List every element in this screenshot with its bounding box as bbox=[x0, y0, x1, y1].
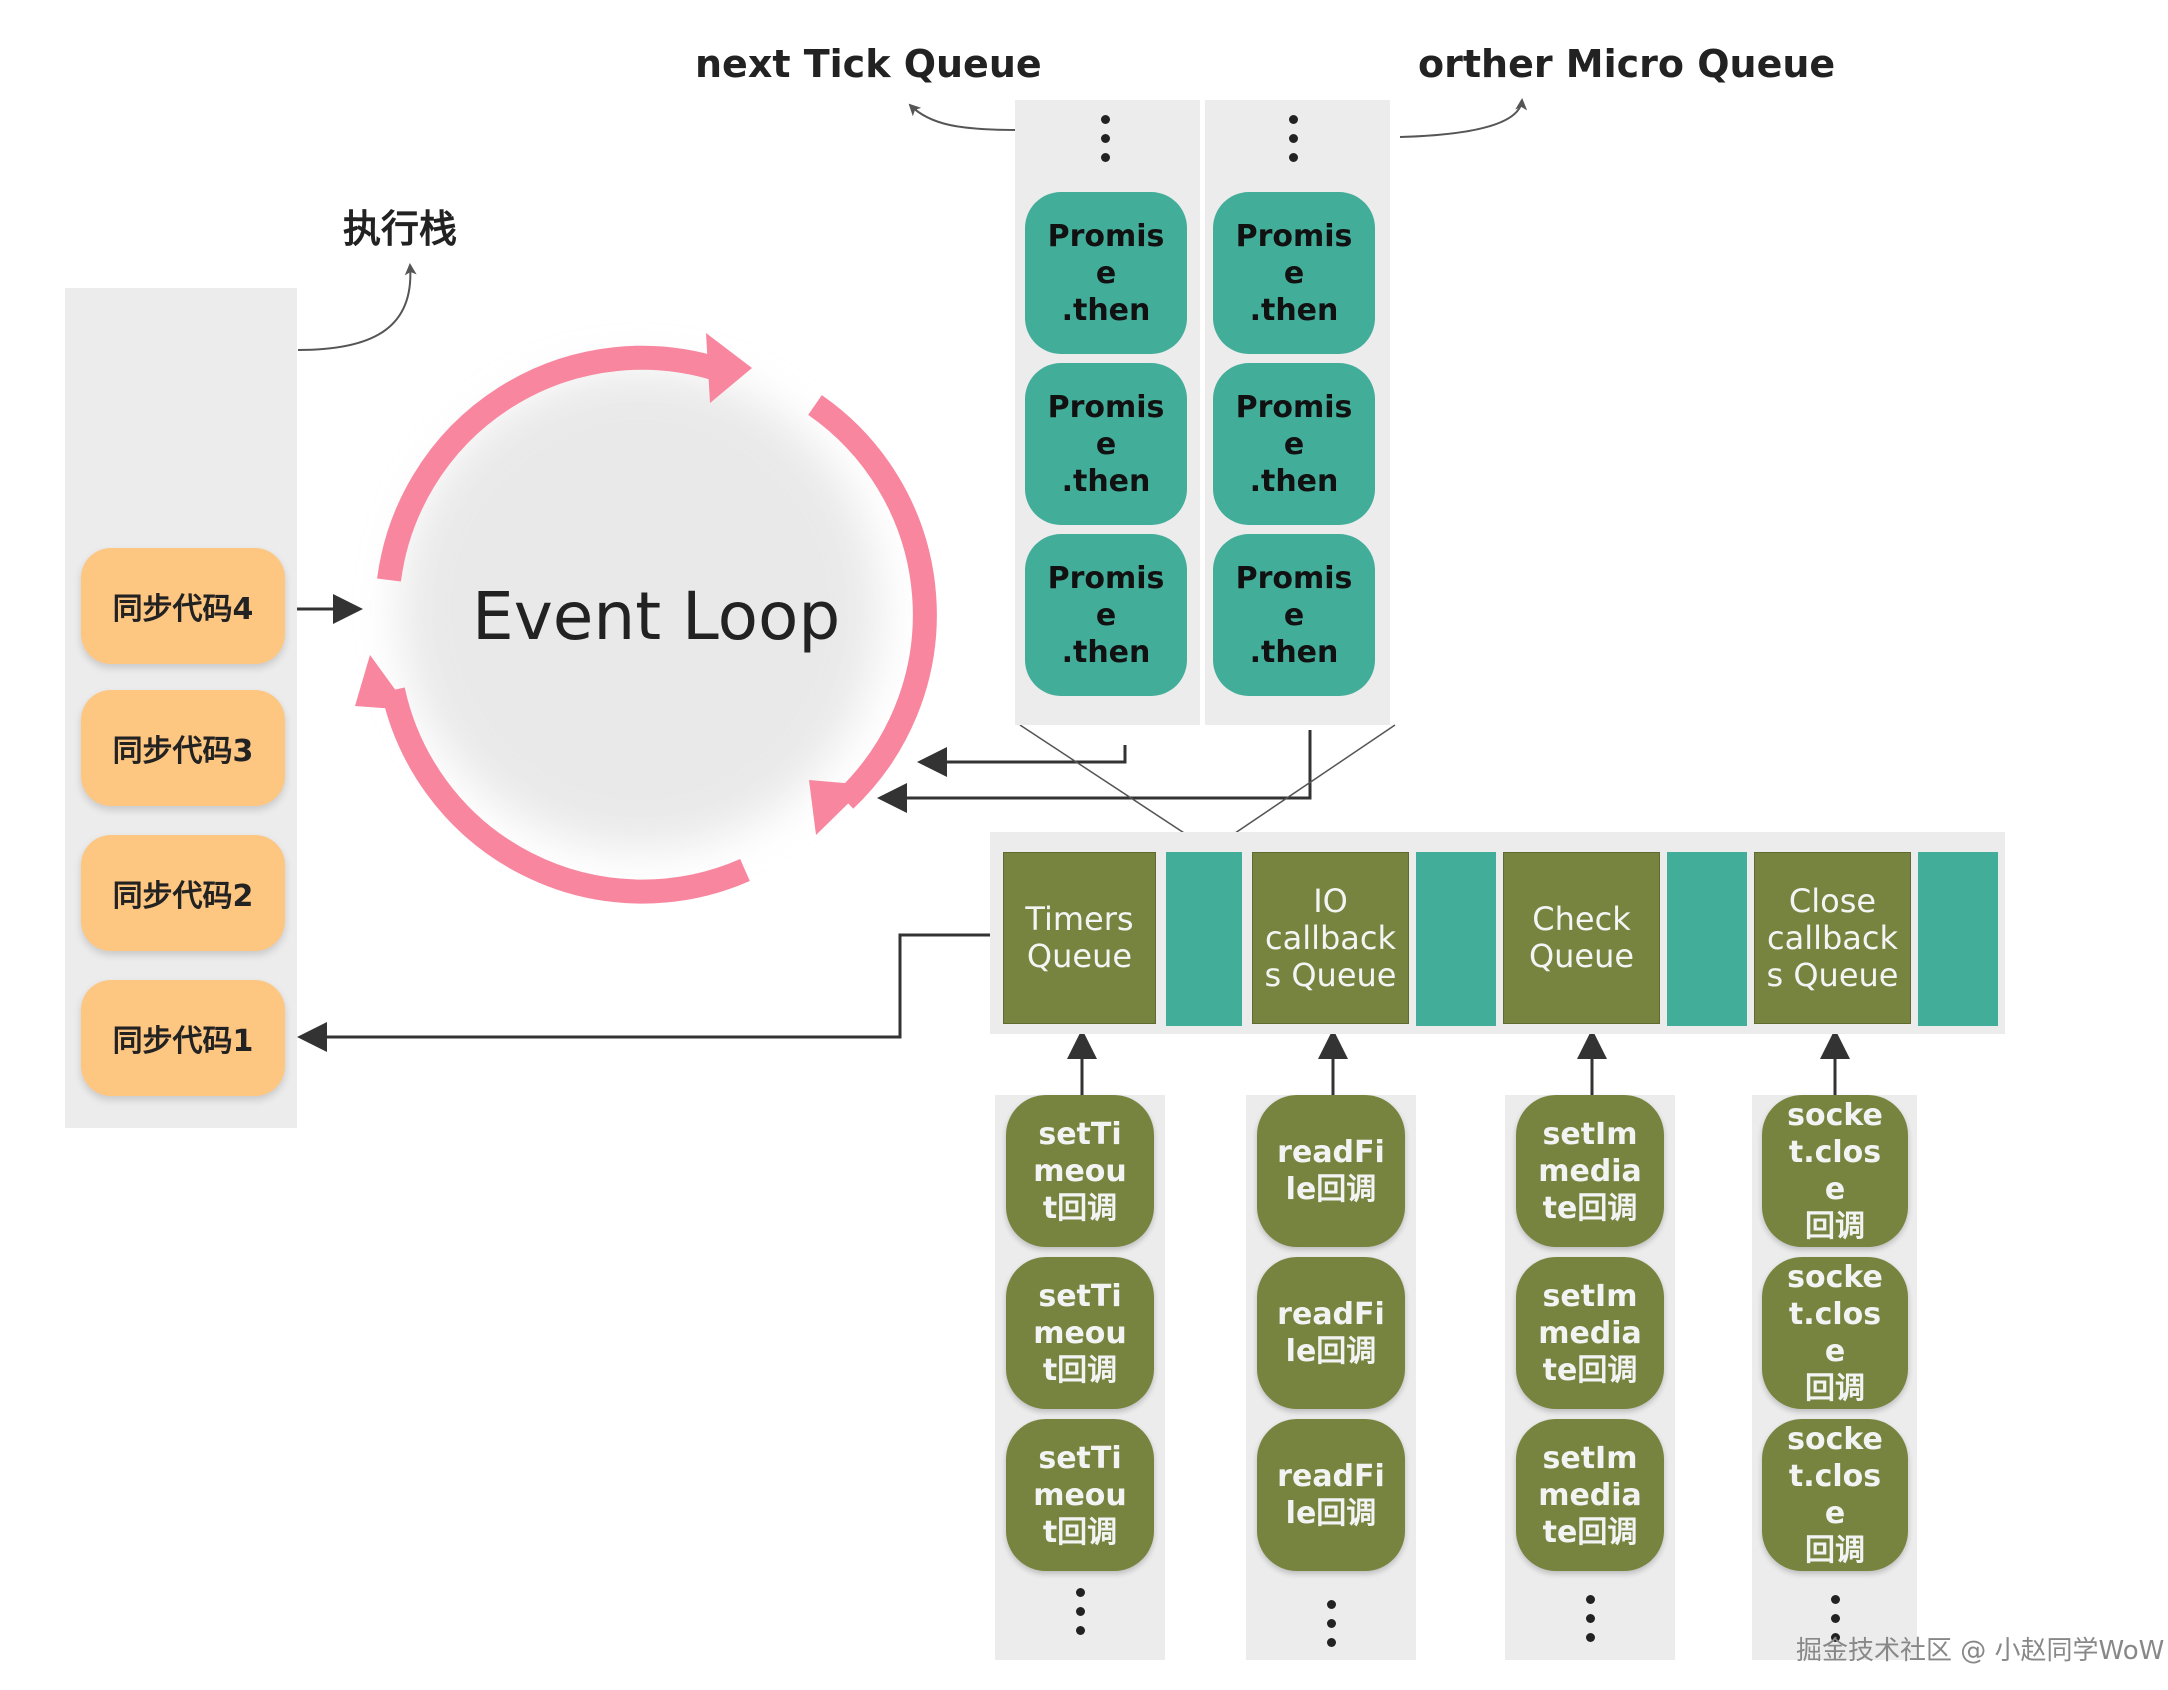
event-loop-arrows bbox=[377, 345, 937, 904]
readfile-callback: readFi le回调 bbox=[1257, 1419, 1405, 1571]
readfile-callback: readFi le回调 bbox=[1257, 1257, 1405, 1409]
phase-separator-micro bbox=[1166, 852, 1242, 1026]
phase-timers-queue: Timers Queue bbox=[1003, 852, 1156, 1024]
socket-close-callback: socke t.clos e 回调 bbox=[1762, 1419, 1908, 1571]
phase-check-queue: Check Queue bbox=[1503, 852, 1660, 1024]
micro-queue-pointer bbox=[1399, 98, 1528, 138]
event-loop-arrowheads bbox=[355, 333, 867, 835]
watermark: 掘金技术社区 @ 小赵同学WoW bbox=[1796, 1636, 2165, 1666]
funnel-line-left bbox=[1019, 724, 1211, 851]
timeout-callback: setTi meou t回调 bbox=[1006, 1257, 1154, 1409]
next-tick-pointer bbox=[908, 103, 1019, 131]
phase-io-callbacks-queue: IO callback s Queue bbox=[1252, 852, 1409, 1024]
micro-queue-item: Promis e .then bbox=[1213, 363, 1375, 525]
readfile-callback: readFi le回调 bbox=[1257, 1095, 1405, 1247]
close-more-dots bbox=[1815, 1590, 1855, 1647]
next-tick-queue-label: next Tick Queue bbox=[695, 42, 1042, 86]
next-tick-to-loop-arrow bbox=[917, 745, 1127, 777]
socket-close-callback: socke t.clos e 回调 bbox=[1762, 1257, 1908, 1409]
micro-to-loop-arrow bbox=[877, 730, 1312, 813]
socket-close-callback: socke t.clos e 回调 bbox=[1762, 1095, 1908, 1247]
timers-to-sync1-arrow bbox=[297, 933, 1006, 1052]
timers-more-dots bbox=[1060, 1583, 1100, 1640]
phase-separator-micro bbox=[1416, 852, 1496, 1026]
micro-queue-more-dots bbox=[1273, 110, 1313, 167]
setimmediate-callback: setIm media te回调 bbox=[1516, 1095, 1664, 1247]
sync-code-3: 同步代码3 bbox=[81, 690, 285, 806]
check-more-dots bbox=[1570, 1590, 1610, 1647]
timeout-callback: setTi meou t回调 bbox=[1006, 1095, 1154, 1247]
other-micro-queue-label: orther Micro Queue bbox=[1418, 42, 1836, 86]
sync-code-4: 同步代码4 bbox=[81, 548, 285, 664]
next-tick-item: Promis e .then bbox=[1025, 192, 1187, 354]
setimmediate-callback: setIm media te回调 bbox=[1516, 1419, 1664, 1571]
exec-stack-pointer bbox=[297, 263, 417, 351]
next-tick-more-dots bbox=[1085, 110, 1125, 167]
exec-stack-label: 执行栈 bbox=[343, 207, 458, 251]
sync-code-1: 同步代码1 bbox=[81, 980, 285, 1096]
next-tick-item: Promis e .then bbox=[1025, 363, 1187, 525]
micro-queue-item: Promis e .then bbox=[1213, 534, 1375, 696]
next-tick-item: Promis e .then bbox=[1025, 534, 1187, 696]
phase-separator-micro bbox=[1918, 852, 1998, 1026]
setimmediate-callback: setIm media te回调 bbox=[1516, 1257, 1664, 1409]
phase-close-callbacks-queue: Close callback s Queue bbox=[1754, 852, 1911, 1024]
funnel-line-right bbox=[1209, 724, 1396, 851]
phase-separator-micro bbox=[1667, 852, 1747, 1026]
sync-code-2: 同步代码2 bbox=[81, 835, 285, 951]
event-loop-title: Event Loop bbox=[472, 578, 841, 655]
timeout-callback: setTi meou t回调 bbox=[1006, 1419, 1154, 1571]
loop-glow bbox=[400, 370, 880, 850]
micro-queue-item: Promis e .then bbox=[1213, 192, 1375, 354]
io-more-dots bbox=[1311, 1595, 1351, 1652]
